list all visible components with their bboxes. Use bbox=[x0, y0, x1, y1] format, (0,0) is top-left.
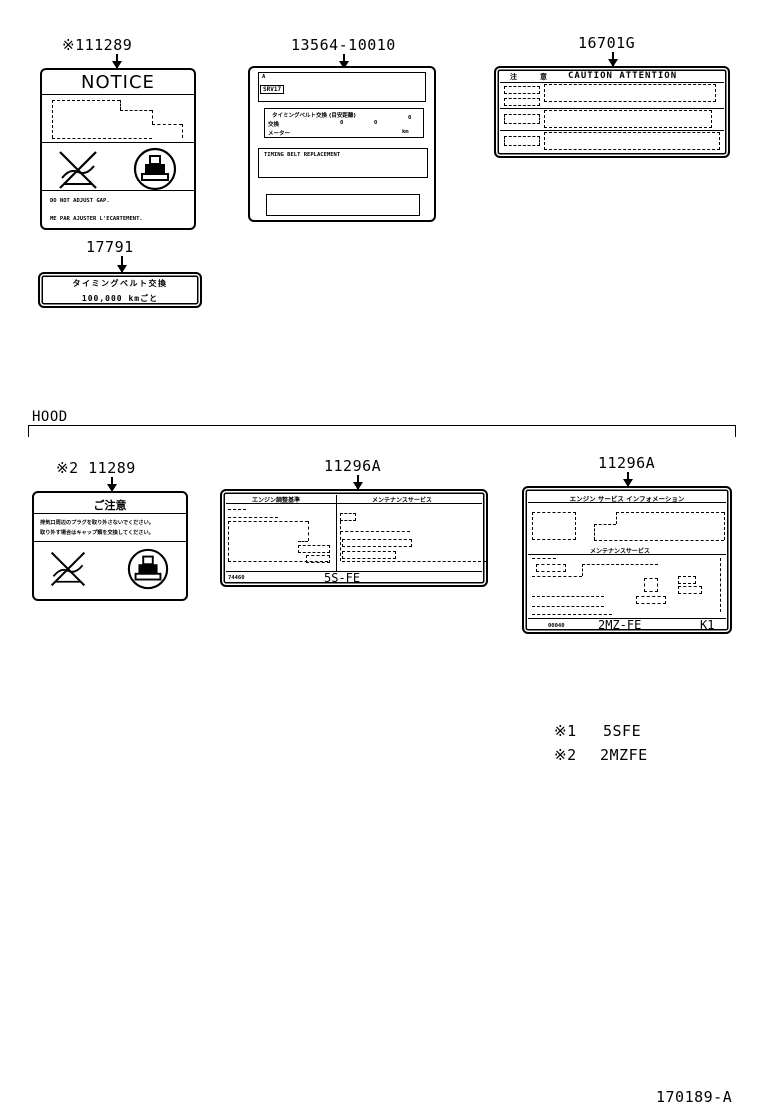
l5s-head-right: メンテナンスサービス bbox=[372, 497, 432, 504]
leader-111289 bbox=[113, 54, 121, 69]
l5s-engine: 5S-FE bbox=[324, 571, 361, 585]
part-number-13564-10010: 13564-10010 bbox=[291, 36, 396, 54]
notice-line2: ME PAR AJUSTER L'ECARTEMENT. bbox=[50, 216, 143, 222]
l2mz-title: エンジン サービス インフォメーション bbox=[569, 495, 685, 503]
timing-line2: 100,000 kmごと bbox=[81, 294, 159, 303]
leader-2-11289 bbox=[108, 477, 116, 492]
chui-label: ご注意 排気口周辺のプラグを取り外さないでください。 取り外す場合はキャップ類を… bbox=[32, 491, 188, 601]
chui-line1: 排気口周辺のプラグを取り外さないでください。 bbox=[40, 520, 154, 526]
leader-16701g bbox=[609, 52, 617, 67]
note-1-value: 5SFE bbox=[603, 722, 642, 740]
leader-11296a-5sfe bbox=[354, 475, 362, 490]
timing-unit: km bbox=[402, 129, 409, 135]
notice-label: NOTICE DO NOT ADJUST GAP. ME PAR AJUSTER… bbox=[40, 68, 196, 230]
leader-13564 bbox=[340, 54, 348, 69]
timing-line1: タイミングベルト交換 bbox=[72, 279, 168, 288]
hood-heading: HOOD bbox=[32, 409, 68, 425]
leader-17791 bbox=[118, 256, 126, 273]
spark-plug-icon bbox=[133, 147, 177, 191]
srv-tag: SRV17 bbox=[260, 85, 285, 94]
timing-belt-replacement-text: TIMING BELT REPLACEMENT bbox=[264, 152, 341, 158]
l5s-code: 74460 bbox=[228, 575, 245, 581]
note-2-mark: ※2 bbox=[554, 746, 577, 764]
part-number-11296a-5sfe: 11296A bbox=[324, 457, 382, 475]
part-number-2-11289: ※2 11289 bbox=[56, 459, 136, 477]
hood-bracket bbox=[28, 425, 736, 426]
timing-belt-label: タイミングベルト交換 100,000 kmごと bbox=[38, 272, 202, 308]
leader-11296a-2mzfe bbox=[624, 472, 632, 487]
engine-label-5sfe: エンジン調整基準 メンテナンスサービス 74460 5S-FE bbox=[220, 489, 488, 587]
l5s-head-left: エンジン調整基準 bbox=[252, 497, 301, 504]
no-adjust-icon-2 bbox=[50, 551, 86, 587]
engine-label-2mzfe: エンジン サービス インフォメーション メンテナンスサービス 00040 2MZ… bbox=[522, 486, 732, 634]
caution-h1: 注 bbox=[510, 73, 517, 81]
part-number-11296a-2mzfe: 11296A bbox=[598, 454, 656, 472]
timing-row1: タイミングベルト交換 (目安距離) bbox=[272, 113, 356, 119]
note-2-value: 2MZFE bbox=[600, 746, 648, 764]
part-number-16701g: 16701G bbox=[578, 34, 636, 52]
timing-row2c: 0 bbox=[374, 120, 378, 126]
timing-row2b: 0 bbox=[340, 120, 344, 126]
timing-row2d: 0 bbox=[408, 115, 412, 121]
l2mz-sub: メンテナンスサービス bbox=[590, 548, 650, 555]
timing-belt-replacement-label: A SRV17 タイミングベルト交換 (目安距離) 交換 0 0 0 メーター … bbox=[248, 66, 436, 222]
chui-title: ご注意 bbox=[93, 499, 127, 512]
caution-label: 注 意 CAUTION ATTENTION bbox=[494, 66, 730, 158]
l2mz-k1: K1 bbox=[700, 618, 715, 632]
notice-line1: DO NOT ADJUST GAP. bbox=[50, 198, 110, 204]
timing-row3: メーター bbox=[268, 131, 291, 137]
caution-h2: 意 bbox=[540, 73, 547, 81]
spark-plug-icon-2 bbox=[127, 548, 169, 590]
notice-title: NOTICE bbox=[81, 72, 155, 93]
figure-id: 170189-A bbox=[656, 1088, 733, 1106]
timing-row2a: 交換 bbox=[268, 122, 280, 128]
no-adjust-icon bbox=[59, 151, 97, 189]
caution-title: CAUTION ATTENTION bbox=[568, 71, 678, 81]
note-1-mark: ※1 bbox=[554, 722, 577, 740]
l2mz-code: 00040 bbox=[548, 623, 565, 629]
part-number-111289: ※111289 bbox=[62, 36, 133, 54]
l2mz-engine: 2MZ-FE bbox=[598, 618, 642, 632]
chui-line2: 取り外す場合はキャップ類を交換してください。 bbox=[40, 530, 154, 536]
part-number-17791: 17791 bbox=[86, 238, 134, 256]
